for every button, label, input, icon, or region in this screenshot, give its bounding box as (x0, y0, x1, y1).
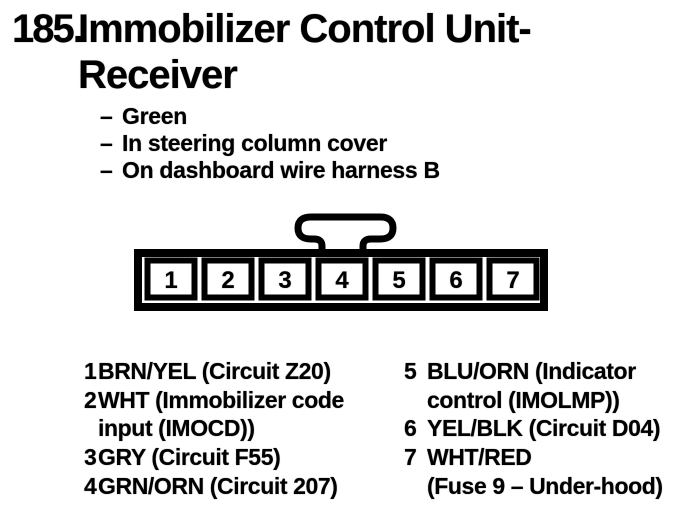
pin-description: YEL/BLK (Circuit D04) (427, 414, 661, 443)
connector-pin-number: 4 (335, 267, 349, 294)
pin-description: BLU/ORN (Indicator control (IMOLMP)) (427, 357, 636, 414)
connector-lock-tab (294, 213, 397, 260)
note-text: Green (122, 103, 187, 129)
connector-diagram: 1 2 3 4 5 6 7 (134, 213, 548, 311)
pin-legend-item: 5 BLU/ORN (Indicator control (IMOLMP)) (404, 357, 686, 414)
pin-number: 2 (84, 386, 97, 413)
connector-pin-cell (429, 257, 483, 301)
pin-description: GRY (Circuit F55) (98, 443, 281, 472)
pin-description-line: (Fuse 9 – Under-hood) (427, 472, 663, 499)
pin-description-line: BLU/ORN (Indicator (427, 358, 636, 384)
pin-description: GRN/ORN (Circuit 207) (98, 472, 338, 501)
pin-legend-item: 2 WHT (Immobilizer code input (IMOCD)) (84, 386, 396, 443)
connector-pin-number: 5 (392, 267, 405, 294)
section-title-line1: Immobilizer Control Unit- (78, 7, 532, 51)
pin-description: WHT (Immobilizer code input (IMOCD)) (98, 386, 344, 443)
connector-pin-cell (486, 257, 540, 301)
section-title: Immobilizer Control Unit- Receiver (78, 6, 532, 98)
pin-legend-right-column: 5 BLU/ORN (Indicator control (IMOLMP)) 6… (404, 357, 686, 501)
pin-description-line: control (IMOLMP)) (427, 386, 620, 413)
pin-legend-item: 7 WHT/RED (Fuse 9 – Under-hood) (404, 443, 686, 500)
pin-legend-item: 6 YEL/BLK (Circuit D04) (404, 414, 686, 443)
pin-number: 6 (404, 415, 417, 442)
connector-pin-number: 3 (278, 267, 291, 294)
connector-pin-cell (201, 257, 255, 301)
section-title-line2: Receiver (78, 53, 238, 97)
pin-description-line: GRY (Circuit F55) (98, 444, 281, 471)
connector-pin-cell (315, 257, 369, 301)
connector-pin-cell (372, 257, 426, 301)
pin-description-line: WHT/RED (427, 444, 532, 471)
note-text: On dashboard wire harness B (122, 157, 440, 183)
connector-pin-cell (258, 257, 312, 301)
connector-pin-number: 6 (449, 267, 462, 294)
pin-number: 4 (84, 472, 97, 499)
dash-bullet-icon: – (100, 103, 113, 129)
dash-bullet-icon: – (100, 130, 113, 156)
pin-description-line: GRN/ORN (Circuit 207) (98, 472, 338, 499)
location-notes: – Green – In steering column cover – On … (100, 103, 440, 184)
note-row: – Green (100, 103, 440, 130)
note-text: In steering column cover (122, 130, 388, 156)
connector-pin-number: 2 (221, 267, 234, 294)
pin-number: 3 (84, 444, 97, 471)
connector-pin-number: 1 (164, 267, 177, 294)
note-row: – In steering column cover (100, 130, 440, 157)
section-heading: 185. Immobilizer Control Unit- Receiver (12, 6, 532, 98)
note-row: – On dashboard wire harness B (100, 157, 440, 184)
dash-bullet-icon: – (100, 157, 113, 183)
pin-description-line: WHT (Immobilizer code (98, 386, 344, 413)
connector-pin-cell (144, 257, 198, 301)
pin-description-line: YEL/BLK (Circuit D04) (427, 415, 661, 442)
pin-legend-item: 4 GRN/ORN (Circuit 207) (84, 472, 396, 501)
pin-number: 1 (84, 358, 97, 384)
pin-legend-item: 3 GRY (Circuit F55) (84, 443, 396, 472)
pin-legend-item: 1 BRN/YEL (Circuit Z20) (84, 357, 396, 386)
pin-description: BRN/YEL (Circuit Z20) (98, 357, 331, 386)
pin-description: WHT/RED (Fuse 9 – Under-hood) (427, 443, 663, 500)
pin-number: 7 (404, 444, 417, 471)
connector-pin-number: 7 (506, 267, 519, 294)
pin-description-line: input (IMOCD)) (98, 415, 255, 442)
section-number: 185. (12, 7, 84, 51)
pin-legend-left-column: 1 BRN/YEL (Circuit Z20) 2 WHT (Immobiliz… (84, 357, 396, 501)
pin-number: 5 (404, 358, 417, 384)
pin-description-line: BRN/YEL (Circuit Z20) (98, 358, 331, 384)
